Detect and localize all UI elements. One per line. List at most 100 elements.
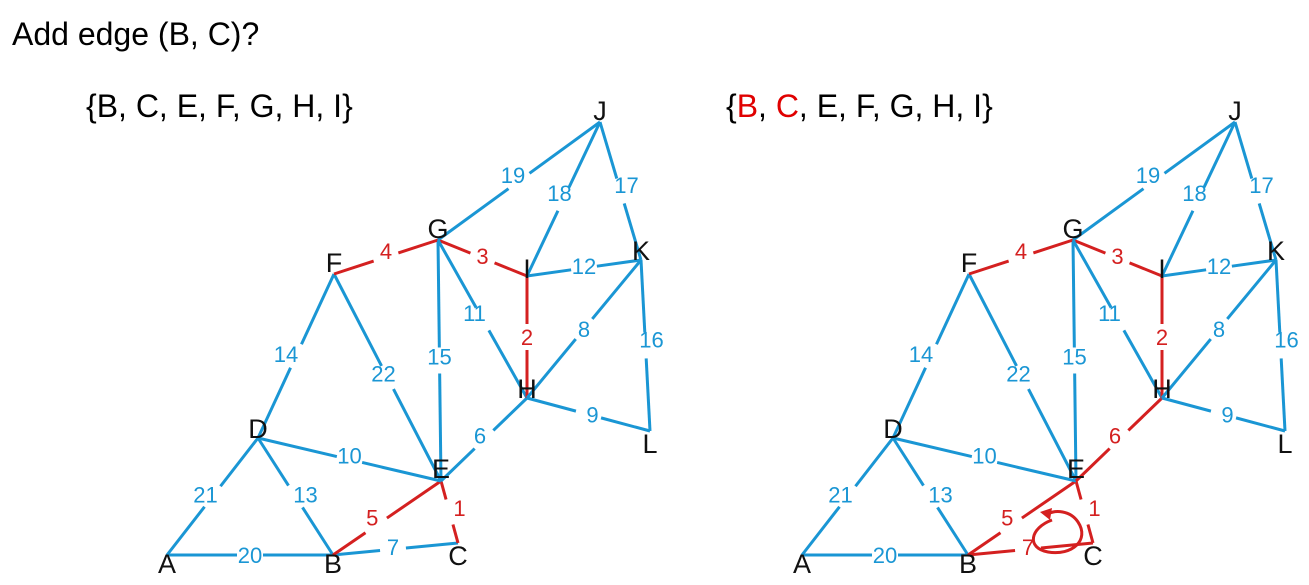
left-edge-b-e-seg2	[386, 479, 442, 520]
vertex-set-right: {B, C, E, F, G, H, I}	[726, 88, 993, 125]
left-edge-b-d-seg1	[301, 506, 335, 556]
left-weight-e-h: 6	[474, 424, 486, 449]
right-edge-a-d-seg1	[800, 505, 841, 556]
slide-title: Add edge (B, C)?	[12, 16, 260, 52]
right-edge-g-j-seg1	[1072, 187, 1145, 242]
right-edge-g-h-seg1	[1071, 239, 1113, 309]
right-weight-e-g: 15	[1062, 345, 1086, 370]
right-node-g: G	[1062, 214, 1083, 244]
right-edge-c-e-seg2	[1074, 480, 1083, 500]
right-edge-a-d-seg2	[854, 437, 895, 488]
right-weight-g-j: 19	[1136, 163, 1160, 188]
left-node-b: B	[324, 549, 342, 579]
left-edge-i-j-seg1	[525, 210, 560, 277]
left-weight-h-k: 8	[578, 317, 590, 342]
right-edge-j-k-seg2	[1257, 203, 1278, 261]
left-edge-e-h-seg2	[492, 396, 529, 432]
left-weight-b-e: 5	[366, 505, 378, 530]
right-node-c: C	[1083, 541, 1103, 571]
left-edge-k-l-seg1	[639, 259, 647, 333]
left-node-l: L	[642, 429, 657, 459]
left-edge-e-g-seg2	[436, 239, 441, 348]
left-edge-b-d-seg2	[256, 437, 290, 487]
right-edge-b-d-seg2	[891, 437, 925, 487]
left-weight-b-c: 7	[387, 535, 399, 560]
right-edge-b-e-seg2	[1021, 479, 1077, 520]
right-edge-b-c-seg1	[967, 548, 1016, 557]
left-edge-d-f-seg1	[256, 367, 292, 439]
right-edge-h-k-seg1	[1160, 338, 1212, 399]
left-weight-e-g: 15	[427, 345, 451, 370]
right-weight-c-e: 1	[1088, 496, 1100, 521]
set-open-brace: {	[726, 88, 737, 124]
left-weight-i-k: 12	[572, 254, 596, 279]
left-edge-g-h-seg2	[487, 329, 529, 399]
right-weight-h-l: 9	[1221, 403, 1233, 428]
right-weight-d-e: 10	[972, 444, 996, 469]
left-edge-b-c-seg2	[405, 541, 459, 550]
right-edge-e-g-seg2	[1071, 239, 1076, 348]
right-weight-i-k: 12	[1207, 254, 1231, 279]
right-weight-h-k: 8	[1213, 317, 1225, 342]
left-edge-h-l-seg1	[526, 396, 577, 413]
left-weight-j-k: 17	[614, 173, 638, 198]
left-edge-d-e-seg2	[361, 461, 442, 483]
right-edge-h-l-seg1	[1161, 396, 1212, 413]
right-edge-k-l-seg2	[1279, 358, 1287, 432]
right-edge-i-k-seg1	[1161, 268, 1207, 278]
right-edge-h-k-seg2	[1226, 259, 1278, 320]
cycle-arrowhead	[1040, 508, 1052, 520]
right-edge-h-l-seg2	[1235, 416, 1286, 433]
left-edge-h-k-seg2	[591, 259, 643, 320]
left-edge-g-h-seg1	[436, 239, 478, 309]
right-weight-k-l: 16	[1274, 328, 1298, 353]
left-edge-j-k-seg2	[622, 203, 643, 261]
right-weight-h-i: 2	[1156, 325, 1168, 350]
left-node-d: D	[248, 414, 268, 444]
left-edge-g-j-seg2	[528, 120, 601, 175]
left-edge-k-l-seg2	[644, 358, 652, 432]
left-edge-g-j-seg1	[437, 187, 510, 242]
right-edge-e-f-seg1	[1027, 388, 1078, 482]
right-weight-e-h: 6	[1109, 424, 1121, 449]
left-node-a: A	[158, 549, 176, 579]
left-edge-b-c-seg1	[332, 548, 381, 557]
right-node-j: J	[1228, 96, 1242, 126]
right-edge-d-e-seg2	[996, 461, 1077, 483]
left-weight-h-l: 9	[586, 403, 598, 428]
right-edge-c-e-seg1	[1086, 524, 1095, 544]
cycle-indicator-arrow	[1031, 510, 1084, 555]
right-edge-k-l-seg1	[1274, 259, 1282, 333]
left-weight-c-e: 1	[453, 496, 465, 521]
right-weight-a-d: 21	[828, 483, 852, 508]
right-edge-b-c-seg2	[1040, 541, 1094, 550]
right-edge-g-i-seg1	[1072, 238, 1107, 255]
left-edge-a-d-seg1	[165, 505, 206, 556]
left-edge-f-g-seg1	[333, 259, 375, 276]
right-node-b: B	[959, 549, 977, 579]
right-edge-i-k-seg2	[1231, 258, 1277, 268]
right-weight-i-j: 18	[1182, 181, 1206, 206]
left-weight-a-d: 21	[193, 483, 217, 508]
right-edge-j-k-seg1	[1233, 121, 1254, 179]
right-edge-d-f-seg2	[935, 273, 971, 345]
left-weight-d-f: 14	[274, 342, 298, 367]
left-weight-k-l: 16	[639, 328, 663, 353]
left-weight-i-j: 18	[547, 181, 571, 206]
left-weight-d-e: 10	[337, 444, 361, 469]
right-edge-g-j-seg2	[1163, 120, 1236, 175]
left-node-h: H	[517, 374, 537, 404]
right-weight-e-f: 22	[1006, 362, 1030, 387]
left-node-e: E	[432, 454, 450, 484]
right-edge-i-j-seg2	[1202, 121, 1237, 188]
right-edge-d-f-seg1	[891, 367, 927, 439]
right-node-h: H	[1152, 374, 1172, 404]
left-edge-e-g-seg1	[438, 373, 443, 482]
left-edge-h-k-seg1	[525, 338, 577, 399]
right-edge-f-g-seg1	[968, 259, 1010, 276]
left-edge-i-j-seg2	[567, 121, 602, 188]
right-edge-e-g-seg1	[1073, 373, 1078, 482]
left-node-c: C	[448, 541, 468, 571]
right-weight-a-b: 20	[873, 543, 897, 568]
